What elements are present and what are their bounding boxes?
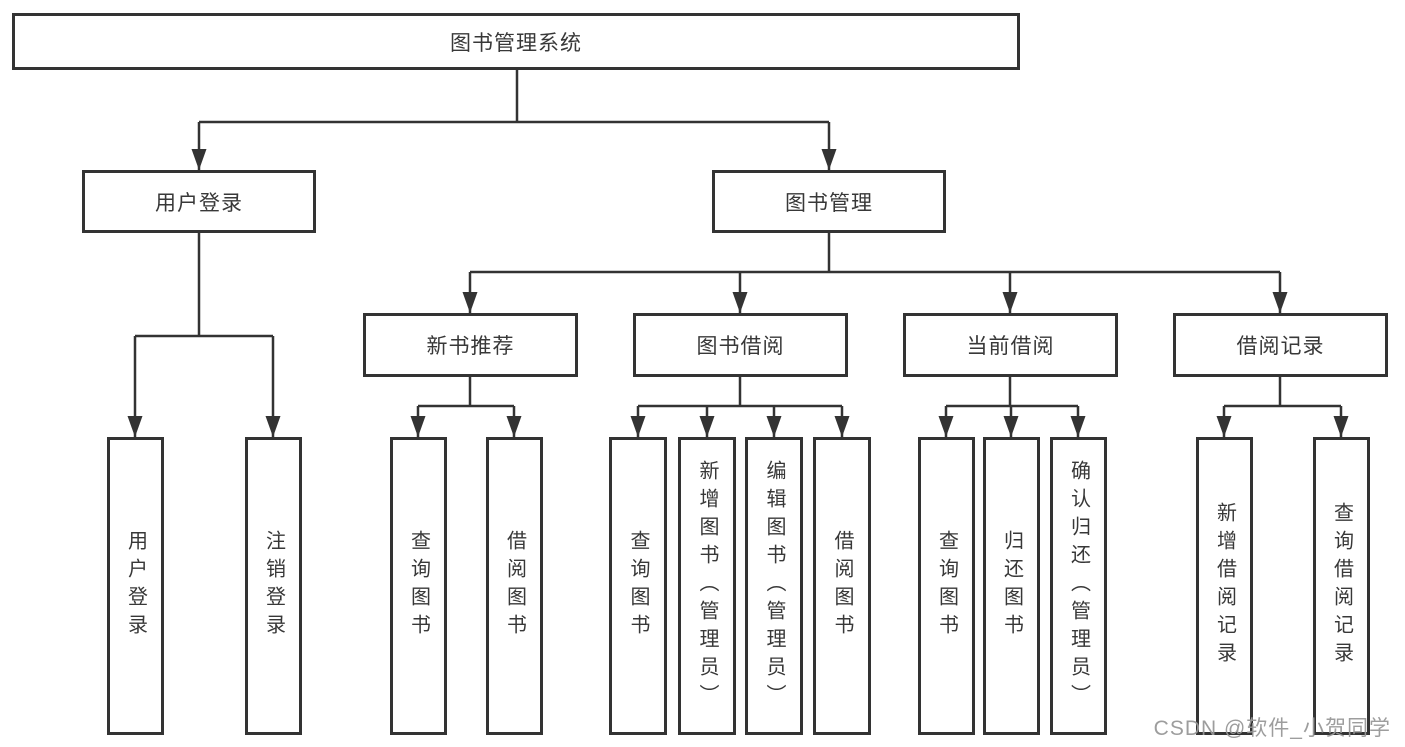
arrowhead-icon xyxy=(1333,416,1349,437)
leaf-query-borrow-record-label: 查询借阅记录 xyxy=(1330,502,1353,670)
connector-current-borrow-children xyxy=(944,377,1080,437)
leaf-edit-book-admin: 编辑图书（管理员） xyxy=(745,437,803,735)
arrowhead-icon xyxy=(699,416,715,437)
node-current-borrow: 当前借阅 xyxy=(903,313,1118,377)
leaf-query-borrow-record: 查询借阅记录 xyxy=(1313,437,1370,735)
arrowhead-icon xyxy=(1002,292,1018,313)
node-current-borrow-label: 当前借阅 xyxy=(966,335,1055,358)
leaf-user-login-action-label: 用户登录 xyxy=(124,530,147,642)
connector-borrow-record-children xyxy=(1222,377,1343,437)
leaf-logout: 注销登录 xyxy=(245,437,302,735)
leaf-query-book-3: 查询图书 xyxy=(918,437,975,735)
leaf-return-book: 归还图书 xyxy=(983,437,1040,735)
node-book-management: 图书管理 xyxy=(712,170,946,233)
arrowhead-icon xyxy=(1216,416,1232,437)
arrowhead-icon xyxy=(766,416,782,437)
leaf-logout-label: 注销登录 xyxy=(262,530,285,642)
leaf-borrow-book-2-label: 借阅图书 xyxy=(831,530,853,642)
connector-book-management-children xyxy=(468,233,1282,313)
node-borrow-record-label: 借阅记录 xyxy=(1236,335,1325,358)
arrowhead-icon xyxy=(1003,416,1019,437)
leaf-query-book-2: 查询图书 xyxy=(609,437,667,735)
leaf-return-book-label: 归还图书 xyxy=(1000,530,1023,642)
node-book-borrow: 图书借阅 xyxy=(633,313,848,377)
node-user-login: 用户登录 xyxy=(82,170,316,233)
leaf-query-book-1-label: 查询图书 xyxy=(407,530,430,642)
arrowhead-icon xyxy=(462,292,478,313)
arrowhead-icon xyxy=(834,416,850,437)
leaf-edit-book-admin-label: 编辑图书（管理员） xyxy=(763,460,785,712)
arrowhead-icon xyxy=(265,416,281,437)
connector-new-book-children xyxy=(416,377,516,437)
node-book-management-label: 图书管理 xyxy=(785,191,873,215)
arrowhead-icon xyxy=(191,149,207,170)
arrowhead-icon xyxy=(1272,292,1288,313)
arrowhead-icon xyxy=(938,416,954,437)
node-book-borrow-label: 图书借阅 xyxy=(696,335,785,358)
arrowhead-icon xyxy=(732,292,748,313)
leaf-user-login-action: 用户登录 xyxy=(107,437,164,735)
connector-book-borrow-children xyxy=(636,377,844,437)
leaf-query-book-3-label: 查询图书 xyxy=(935,530,958,642)
arrowhead-icon xyxy=(821,149,837,170)
leaf-add-book-admin-label: 新增图书（管理员） xyxy=(696,460,718,712)
watermark: CSDN @软件_小贺同学 xyxy=(1153,717,1391,740)
arrowhead-icon xyxy=(1070,416,1086,437)
node-library-system: 图书管理系统 xyxy=(12,13,1020,70)
node-library-system-label: 图书管理系统 xyxy=(450,31,582,55)
arrowhead-icon xyxy=(410,416,426,437)
leaf-borrow-book-2: 借阅图书 xyxy=(813,437,871,735)
leaf-borrow-book-1: 借阅图书 xyxy=(486,437,543,735)
node-user-login-label: 用户登录 xyxy=(155,191,243,215)
leaf-add-book-admin: 新增图书（管理员） xyxy=(678,437,736,735)
connector-user-login-children xyxy=(133,233,275,437)
leaf-add-borrow-record-label: 新增借阅记录 xyxy=(1213,502,1236,670)
leaf-confirm-return-admin: 确认归还（管理员） xyxy=(1050,437,1107,735)
node-borrow-record: 借阅记录 xyxy=(1173,313,1388,377)
leaf-confirm-return-admin-label: 确认归还（管理员） xyxy=(1067,460,1090,712)
connector-root-to-level2 xyxy=(197,70,831,170)
leaf-add-borrow-record: 新增借阅记录 xyxy=(1196,437,1253,735)
arrowhead-icon xyxy=(506,416,522,437)
node-new-book-recommend-label: 新书推荐 xyxy=(426,335,515,358)
leaf-query-book-1: 查询图书 xyxy=(390,437,447,735)
leaf-query-book-2-label: 查询图书 xyxy=(627,530,649,642)
leaf-borrow-book-1-label: 借阅图书 xyxy=(503,530,526,642)
arrowhead-icon xyxy=(630,416,646,437)
arrowhead-icon xyxy=(127,416,143,437)
node-new-book-recommend: 新书推荐 xyxy=(363,313,578,377)
